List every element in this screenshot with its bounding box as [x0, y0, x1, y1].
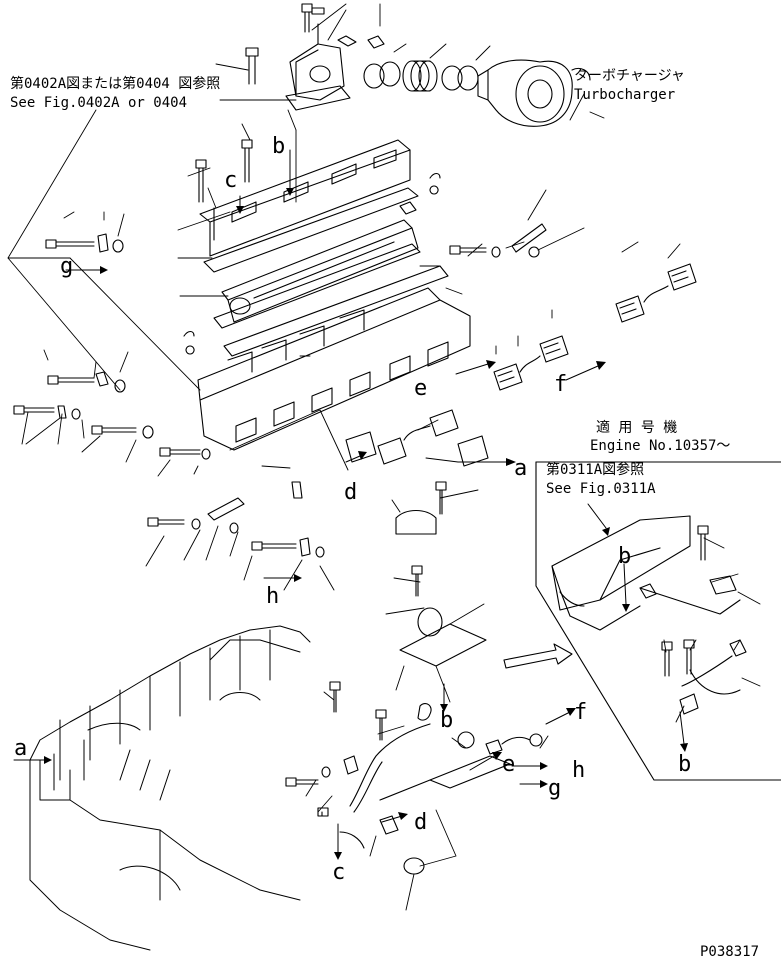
inset-heat-shield [552, 516, 740, 630]
inset-frame [536, 462, 781, 780]
turbocharger [478, 60, 590, 126]
inset-lower-bolts [662, 640, 746, 714]
callout-g-left: g [60, 254, 74, 279]
callout-d-mid: d [344, 480, 358, 505]
callout-d-lower: d [414, 810, 428, 835]
sensors [346, 264, 696, 466]
bolt-top-1 [302, 4, 312, 32]
bolt-top-2 [246, 48, 258, 84]
turbo-label-jp: ターボチャージャ [574, 68, 685, 84]
nut-top [368, 36, 384, 48]
callout-e-lower: e [502, 752, 516, 777]
gasket-middle [214, 244, 420, 328]
callout-b-lower: b [440, 708, 454, 733]
engine-block [30, 626, 310, 950]
callout-b-inset-lower: b [678, 752, 692, 777]
callout-a-right: a [514, 456, 528, 481]
callout-b-inset: b [618, 544, 632, 569]
callout-f-lower: f [574, 700, 588, 725]
callout-arrows [14, 150, 684, 852]
callout-f-mid: f [554, 372, 568, 397]
inset-ref-jp: 第0311A図参照 [546, 462, 645, 478]
callout-c-top: c [224, 168, 238, 193]
callout-e-mid: e [414, 376, 428, 401]
ref-note-en: See Fig.0402A or 0404 [10, 95, 188, 111]
hose [403, 61, 437, 91]
engine-number-label: Engine No.10357～ [590, 438, 731, 454]
big-arrow [504, 644, 572, 668]
applicable-label-jp: 適 用 号 機 [596, 420, 678, 436]
callout-h-left: h [266, 584, 280, 609]
callout-g-lower: g [548, 776, 562, 801]
harness-lower [286, 682, 542, 874]
callout-b-top: b [272, 134, 286, 159]
arrowheads [44, 188, 688, 860]
centre-bracket [396, 482, 486, 666]
bolts-upper [184, 140, 546, 354]
gasket-upper [204, 188, 418, 272]
callout-c-lower: c [332, 860, 346, 885]
ref-note-jp: 第0402A図または第0404 図参照 [10, 76, 221, 92]
callout-a-left: a [14, 736, 28, 761]
manifold-upper [200, 140, 410, 256]
turbo-label-en: Turbocharger [574, 87, 676, 103]
manifold-lower [198, 288, 470, 450]
bolts-left [14, 234, 324, 557]
inset-ref-en: See Fig.0311A [546, 481, 656, 497]
gasket-lower [224, 266, 448, 356]
leader-lines [8, 4, 760, 910]
figure-id: P038317 [700, 944, 760, 960]
callout-h-lower: h [572, 758, 586, 783]
